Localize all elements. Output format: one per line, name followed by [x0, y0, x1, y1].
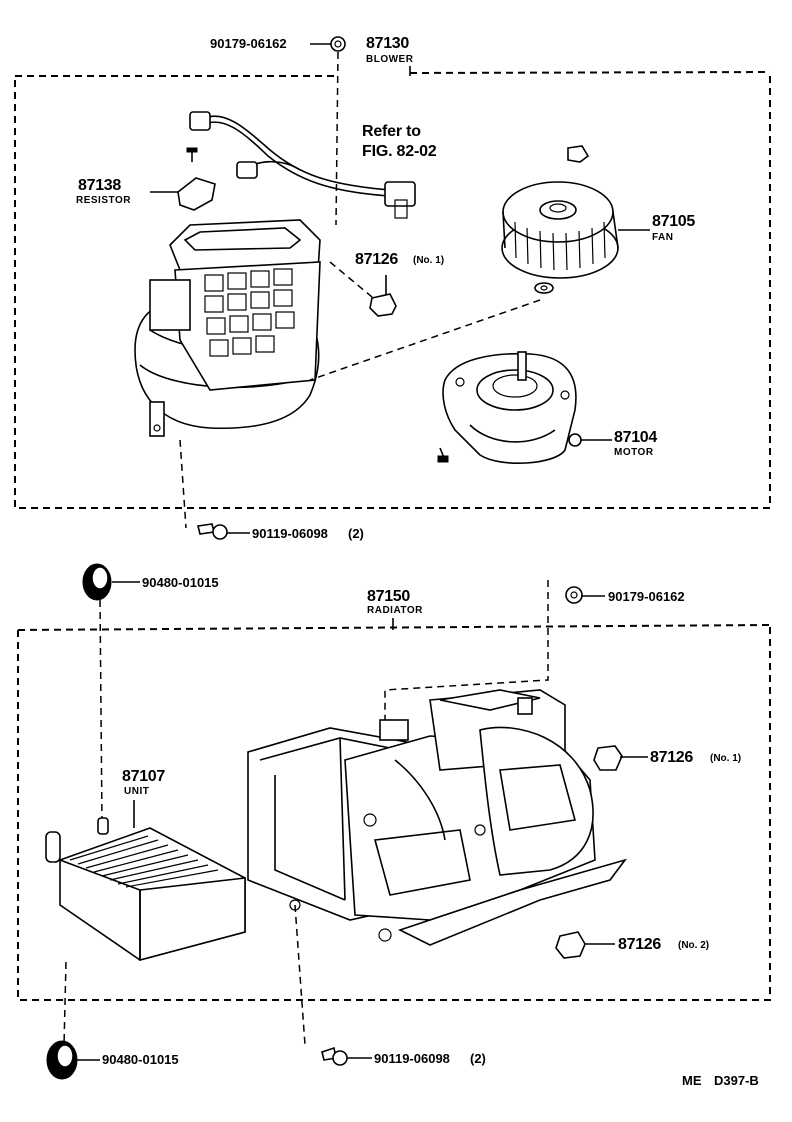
- part-number-90179-top: 90179-06162: [210, 36, 287, 51]
- part-number-87130: 87130: [366, 35, 409, 52]
- motor-part: [437, 351, 612, 464]
- grommet-90480-bottom: [46, 1040, 100, 1080]
- clip-87126-right: [593, 745, 648, 771]
- part-number-87150: 87150: [367, 588, 410, 605]
- part-number-87126-no2: 87126: [618, 936, 661, 953]
- suffix-87126-no2: (No. 2): [678, 940, 710, 951]
- part-number-87104: 87104: [614, 429, 657, 446]
- part-number-90119-bottom: 90119-06098: [374, 1051, 450, 1066]
- part-number-87126-right: 87126: [650, 749, 693, 766]
- nut-90179-top: [310, 36, 346, 226]
- blower-housing: [134, 219, 321, 529]
- label-radiator: RADIATOR: [367, 605, 423, 616]
- part-number-87138: 87138: [78, 177, 121, 194]
- blower-assembly-frame: [14, 66, 771, 509]
- radiator-housing: [247, 689, 628, 946]
- heater-unit-part: [45, 800, 246, 1046]
- part-number-87107: 87107: [122, 768, 165, 785]
- refer-to-line2: FIG. 82-02: [362, 143, 437, 160]
- suffix-87126-top: (No. 1): [413, 255, 445, 266]
- radiator-assembly-frame: [17, 618, 771, 1001]
- label-blower: BLOWER: [366, 54, 414, 65]
- suffix-87126-right: (No. 1): [710, 753, 742, 764]
- resistor-part: [150, 147, 216, 211]
- bolt-90119-top: [197, 523, 250, 540]
- part-number-87126-top: 87126: [355, 251, 398, 268]
- grommet-90480-top: [82, 563, 140, 823]
- label-unit: UNIT: [124, 786, 150, 797]
- drawing-code-number: D397-B: [714, 1073, 759, 1088]
- bolt-90119-bottom: [289, 899, 372, 1066]
- clip-87126-top: [329, 261, 397, 317]
- fan-part: [309, 145, 650, 381]
- drawing-code-me: ME: [682, 1073, 702, 1088]
- label-fan: FAN: [652, 232, 674, 243]
- suffix-90119-top: (2): [348, 526, 364, 541]
- refer-to-line1: Refer to: [362, 123, 421, 140]
- nut-90179-mid: [384, 580, 605, 735]
- suffix-90119-bottom: (2): [470, 1051, 486, 1066]
- part-number-90119-top: 90119-06098: [252, 526, 328, 541]
- label-resistor: RESISTOR: [76, 195, 131, 206]
- part-number-87105: 87105: [652, 213, 695, 230]
- clip-87126-no2: [555, 931, 615, 959]
- part-number-90480-bottom: 90480-01015: [102, 1052, 179, 1067]
- wire-harness: [189, 111, 416, 219]
- part-number-90179-mid: 90179-06162: [608, 589, 685, 604]
- part-number-90480-top: 90480-01015: [142, 575, 219, 590]
- label-motor: MOTOR: [614, 447, 654, 458]
